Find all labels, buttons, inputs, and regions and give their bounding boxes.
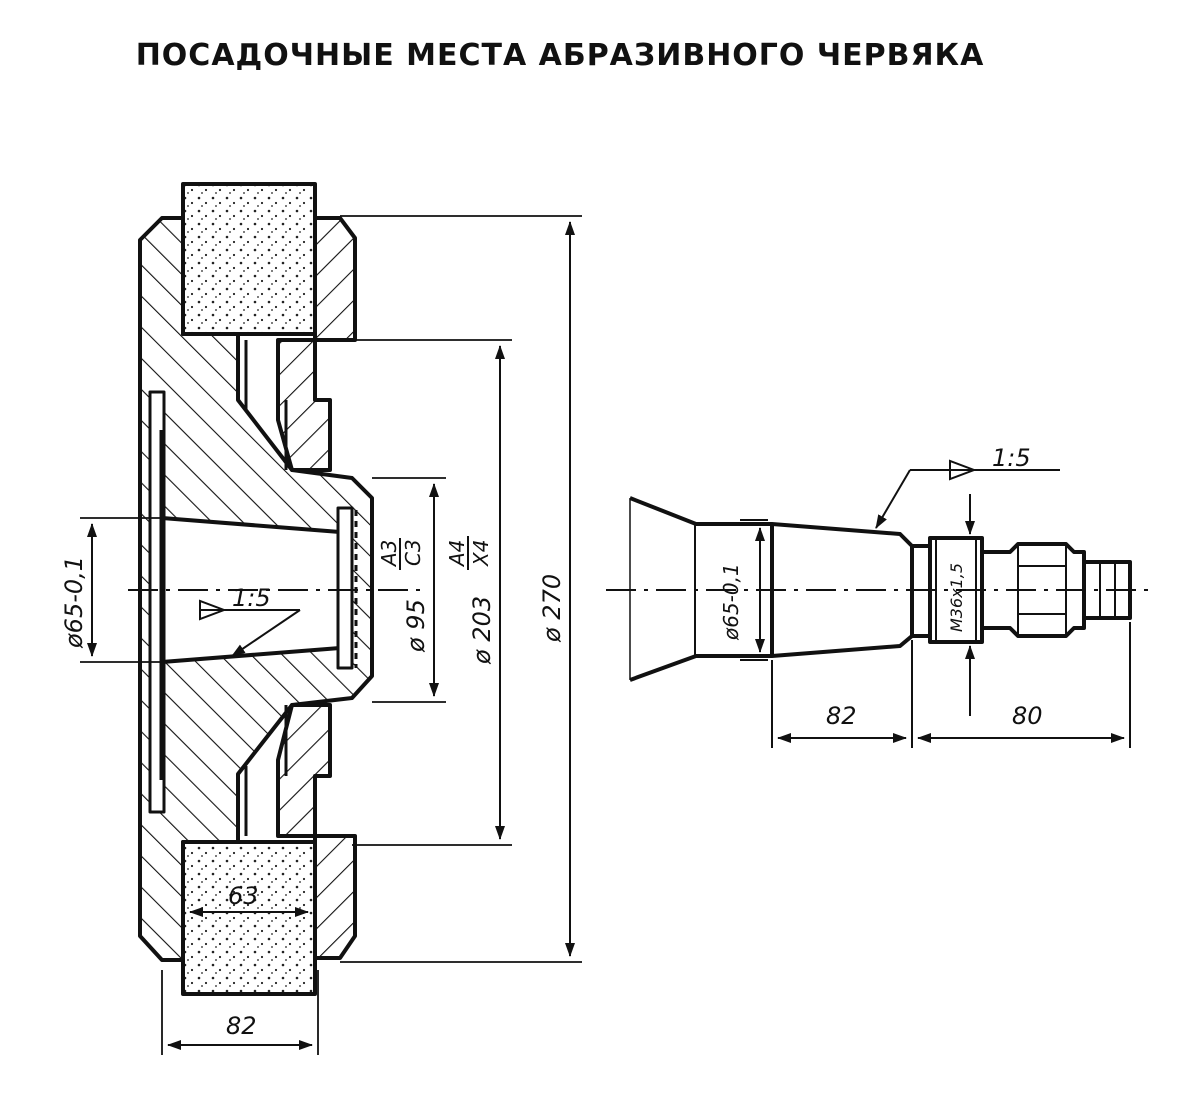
label-width-63: 63 [228,882,259,910]
label-fit-95-den: C3 [401,539,425,566]
label-len-80: 80 [1012,702,1043,730]
label-fit-203-num: A4 [445,540,469,568]
label-taper-left: 1:5 [232,584,271,612]
label-thread: M36x1,5 [947,563,966,632]
taper-symbol-left [199,599,227,621]
label-dia-65-right: ø65-0,1 [719,563,743,641]
clamp-flange-top [276,216,357,472]
dimension-lines-left [87,221,575,1050]
label-dia-203: ø 203 [468,596,496,665]
page-title: ПОСАДОЧНЫЕ МЕСТА АБРАЗИВНОГО ЧЕРВЯКА [135,38,985,73]
taper-symbol-right [949,459,977,481]
label-dia-95: ø 95 [402,599,430,653]
label-len-82-right: 82 [826,702,857,730]
label-taper-right: 1:5 [992,444,1031,472]
extension-lines-left [80,215,582,1055]
abrasive-worm-top [181,182,317,336]
clamp-flange-bottom [276,703,357,960]
label-width-82-left: 82 [226,1012,257,1040]
label-fit-95-num: A3 [377,540,401,568]
label-fit-203-den: X4 [469,540,493,567]
dimension-lines-right [740,469,1131,748]
abrasive-worm-bottom [181,840,317,996]
label-dia-270: ø 270 [538,574,566,643]
label-dia-65-left: ø65-0,1 [60,556,88,649]
